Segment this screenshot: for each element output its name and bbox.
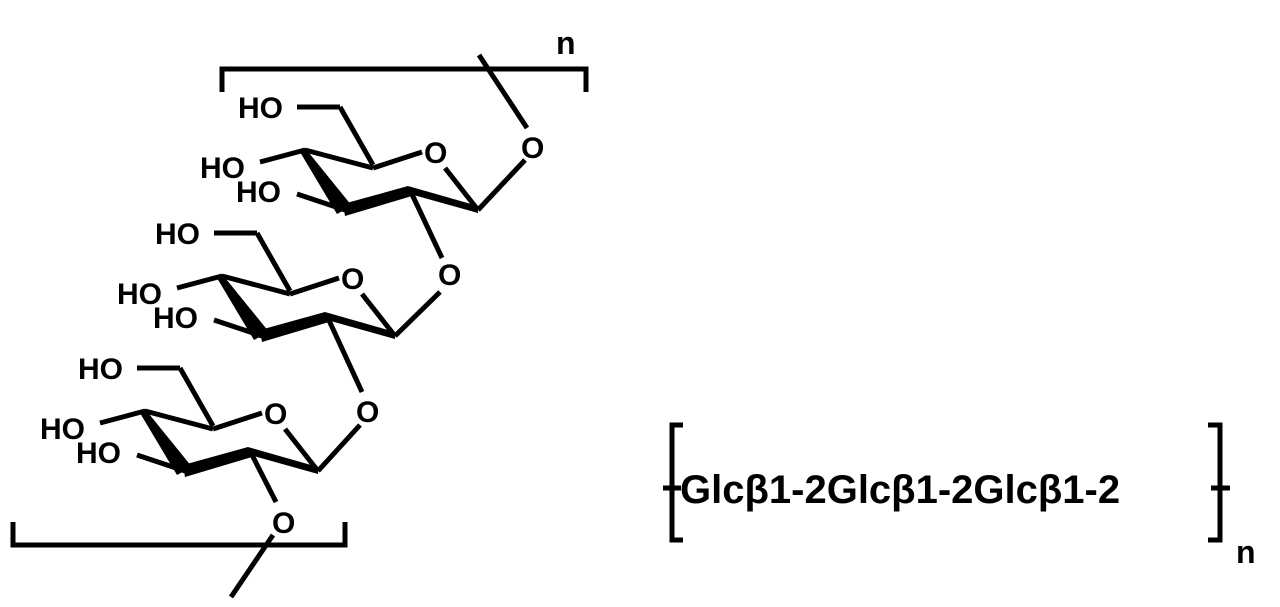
hydroxyl-label: HO	[155, 218, 200, 251]
glycosidic-links: O O O O	[228, 53, 544, 599]
hydroxyl-label: HO	[200, 152, 245, 185]
glucose-unit-3: HO HO HO O	[40, 353, 318, 477]
repeat-bracket-bottom	[10, 522, 348, 548]
glucose-unit-1: HO HO HO O	[200, 92, 478, 216]
ring-oxygen-label: O	[341, 263, 364, 296]
hydroxyl-label: HO	[117, 278, 162, 311]
glucose-unit-2: HO HO HO O	[117, 218, 395, 342]
hydroxyl-label: HO	[78, 353, 123, 386]
hydroxyl-label: HO	[236, 176, 281, 209]
glycosidic-oxygen-label: O	[356, 396, 379, 429]
ring-oxygen-label: O	[424, 137, 447, 170]
hydroxyl-label: HO	[238, 92, 283, 125]
repeat-count-label: n	[556, 25, 576, 61]
glycosidic-oxygen-label: O	[438, 259, 461, 292]
glycosidic-oxygen-label: O	[272, 507, 295, 540]
hydroxyl-label: HO	[153, 302, 198, 335]
hydroxyl-label: HO	[76, 437, 121, 470]
ring-oxygen-label: O	[264, 398, 287, 431]
glycosidic-oxygen-label: O	[521, 132, 544, 165]
repeat-bracket-top	[219, 66, 589, 92]
hydroxyl-label: HO	[40, 413, 85, 446]
formula-repeat-count: n	[1236, 534, 1256, 570]
shorthand-formula: Glcβ1-2Glcβ1-2Glcβ1-2 n	[663, 422, 1256, 570]
formula-text: Glcβ1-2Glcβ1-2Glcβ1-2	[680, 468, 1120, 512]
